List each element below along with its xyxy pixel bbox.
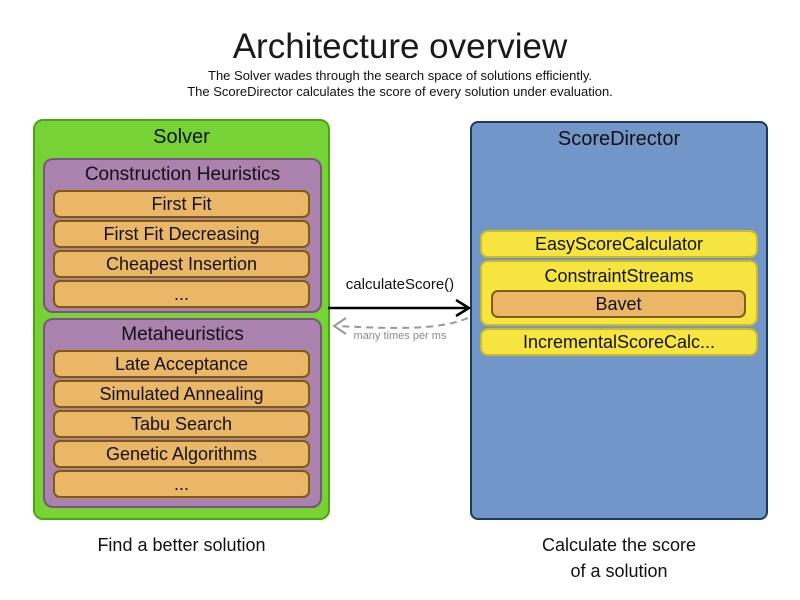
solver-label: Solver	[153, 126, 210, 148]
solid-call-arrow	[328, 298, 472, 318]
solver-box: Solver Construction Heuristics First Fit…	[33, 119, 330, 520]
score-director-box: ScoreDirector EasyScoreCalculator Constr…	[470, 121, 768, 520]
frequency-label: many times per ms	[353, 330, 447, 342]
item-first-fit-decreasing: First Fit Decreasing	[53, 220, 310, 248]
diagram-subtitle: The Solver wades through the search spac…	[0, 68, 800, 100]
constraint-streams-group: ConstraintStreams Bavet	[480, 260, 758, 326]
item-tabu-search: Tabu Search	[53, 410, 310, 438]
item-bavet: Bavet	[491, 290, 746, 318]
item-incremental-score-calculator: IncrementalScoreCalc...	[480, 328, 758, 356]
construction-heuristics-label: Construction Heuristics	[84, 164, 281, 185]
item-simulated-annealing: Simulated Annealing	[53, 380, 310, 408]
score-director-caption: Calculate the score of a solution	[470, 532, 768, 584]
item-cheapest-insertion: Cheapest Insertion	[53, 250, 310, 278]
score-director-caption-line-1: Calculate the score	[541, 535, 697, 555]
subtitle-line-2: The ScoreDirector calculates the score o…	[187, 84, 613, 99]
solver-caption: Find a better solution	[97, 535, 266, 555]
call-arrows	[328, 298, 472, 335]
item-genetic-algorithms: Genetic Algorithms	[53, 440, 310, 468]
score-director-caption-line-2: of a solution	[570, 561, 668, 581]
metaheuristics-label: Metaheuristics	[121, 324, 244, 345]
dashed-return-arrow	[332, 317, 469, 335]
item-construction-ellipsis: ...	[53, 280, 310, 308]
item-easy-score-calculator: EasyScoreCalculator	[480, 230, 758, 258]
calculate-score-label: calculateScore()	[345, 276, 455, 293]
item-first-fit: First Fit	[53, 190, 310, 218]
diagram-title: Architecture overview	[232, 27, 568, 66]
construction-heuristics-group: Construction Heuristics First Fit First …	[43, 158, 322, 313]
score-director-label: ScoreDirector	[557, 128, 681, 150]
metaheuristics-group: Metaheuristics Late Acceptance Simulated…	[43, 318, 322, 508]
subtitle-line-1: The Solver wades through the search spac…	[208, 68, 592, 83]
constraint-streams-label: ConstraintStreams	[544, 266, 694, 286]
item-metaheuristics-ellipsis: ...	[53, 470, 310, 498]
item-late-acceptance: Late Acceptance	[53, 350, 310, 378]
